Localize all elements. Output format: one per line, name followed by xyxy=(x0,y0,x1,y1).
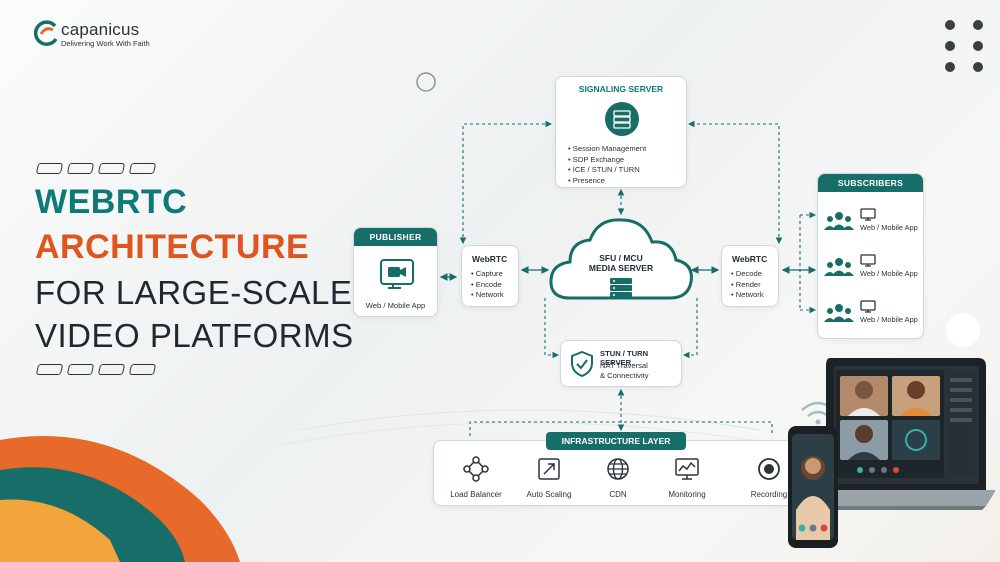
infra-item-monitoring: Monitoring xyxy=(652,456,722,499)
infra-label: CDN xyxy=(609,490,627,499)
headline-line3: FOR LARGE-SCALE xyxy=(35,274,353,311)
headline-line2: ARCHITECTURE xyxy=(35,228,310,266)
list-item: Encode xyxy=(471,280,504,291)
stun-line3: & Connectivity xyxy=(600,371,649,380)
signaling-title: SIGNALING SERVER xyxy=(578,84,664,94)
server-rack-icon xyxy=(610,278,632,298)
list-item: Web / Mobile App xyxy=(824,252,924,282)
stun-turn-box: STUN / TURN SERVER NAT Traversal & Conne… xyxy=(560,340,682,387)
monitoring-icon xyxy=(675,458,699,480)
webrtc-left-list: Capture Encode Network xyxy=(471,269,504,301)
monitor-icon xyxy=(860,300,876,313)
signaling-server-box: SIGNALING SERVER Session Management SDP … xyxy=(555,76,687,188)
dots-menu-icon xyxy=(945,20,983,72)
infra-item-cdn: CDN xyxy=(583,456,653,499)
list-item: Network xyxy=(471,290,504,301)
webrtc-left-title: WebRTC xyxy=(472,254,508,264)
list-item: Session Management xyxy=(568,144,646,155)
subscribers-box: SUBSCRIBERS Web / Mobile App Web / Mobil… xyxy=(817,173,924,339)
load-balancer-icon xyxy=(463,456,489,482)
publisher-box: PUBLISHER Web / Mobile App xyxy=(353,227,438,317)
list-item: Render xyxy=(731,280,764,291)
brand-logo: capanicus Delivering Work With Faith xyxy=(33,20,183,50)
infra-item-recording: Recording xyxy=(734,456,804,499)
infrastructure-box: INFRASTRUCTURE LAYER Load Balancer Auto … xyxy=(433,432,793,506)
headline-line4: VIDEO PLATFORMS xyxy=(35,317,354,354)
devices-illustration xyxy=(788,358,995,548)
webrtc-right-title: WebRTC xyxy=(732,254,768,264)
infra-label: Auto Scaling xyxy=(526,490,572,499)
list-item: Capture xyxy=(471,269,504,280)
webrtc-right-list: Decode Render Network xyxy=(731,269,764,301)
list-item: Web / Mobile App xyxy=(824,206,924,236)
auto-scaling-icon xyxy=(538,458,560,480)
list-item: ICE / STUN / TURN xyxy=(568,165,646,176)
brand-name: capanicus xyxy=(61,20,140,39)
signaling-list: Session Management SDP Exchange ICE / ST… xyxy=(568,144,646,186)
infra-item-auto-scaling: Auto Scaling xyxy=(514,456,584,499)
stun-line2: NAT Traversal xyxy=(600,361,648,370)
record-icon xyxy=(758,458,780,480)
monitor-icon xyxy=(860,254,876,267)
list-item: SDP Exchange xyxy=(568,155,646,166)
users-icon xyxy=(824,212,854,230)
logo-icon xyxy=(33,20,58,46)
infra-item-load-balancer: Load Balancer xyxy=(441,456,511,499)
globe-icon xyxy=(607,458,629,480)
infra-label: Monitoring xyxy=(668,490,706,499)
webrtc-left-box: WebRTC Capture Encode Network xyxy=(461,245,519,307)
subscriber-label: Web / Mobile App xyxy=(860,269,918,278)
list-item: Decode xyxy=(731,269,764,280)
users-icon xyxy=(824,258,854,276)
list-item: Presence xyxy=(568,176,646,187)
phone xyxy=(788,426,838,548)
media-server-cloud xyxy=(549,218,693,300)
list-item: Network xyxy=(731,290,764,301)
stun-title: STUN / TURN SERVER xyxy=(600,349,649,367)
media-server-line1: SFU / MCU xyxy=(599,253,643,263)
users-icon xyxy=(824,304,854,322)
webrtc-right-box: WebRTC Decode Render Network xyxy=(721,245,779,307)
subscriber-label: Web / Mobile App xyxy=(860,223,918,232)
shield-check-icon xyxy=(571,350,593,378)
subscribers-title: SUBSCRIBERS xyxy=(818,174,923,192)
infra-label: Recording xyxy=(750,490,788,499)
publisher-title: PUBLISHER xyxy=(354,228,437,246)
monitor-icon xyxy=(860,208,876,221)
headline-line1: WEBRTC xyxy=(35,183,188,221)
server-icon xyxy=(605,102,639,136)
infra-label: Load Balancer xyxy=(450,490,502,499)
media-server-line2: MEDIA SERVER xyxy=(588,263,654,273)
laptop xyxy=(816,358,995,510)
subscriber-label: Web / Mobile App xyxy=(860,315,918,324)
publisher-label: Web / Mobile App xyxy=(365,301,426,310)
infra-title: INFRASTRUCTURE LAYER xyxy=(546,432,686,450)
list-item: Web / Mobile App xyxy=(824,298,924,328)
brand-tagline: Delivering Work With Faith xyxy=(61,39,150,48)
video-camera-icon xyxy=(380,259,414,289)
